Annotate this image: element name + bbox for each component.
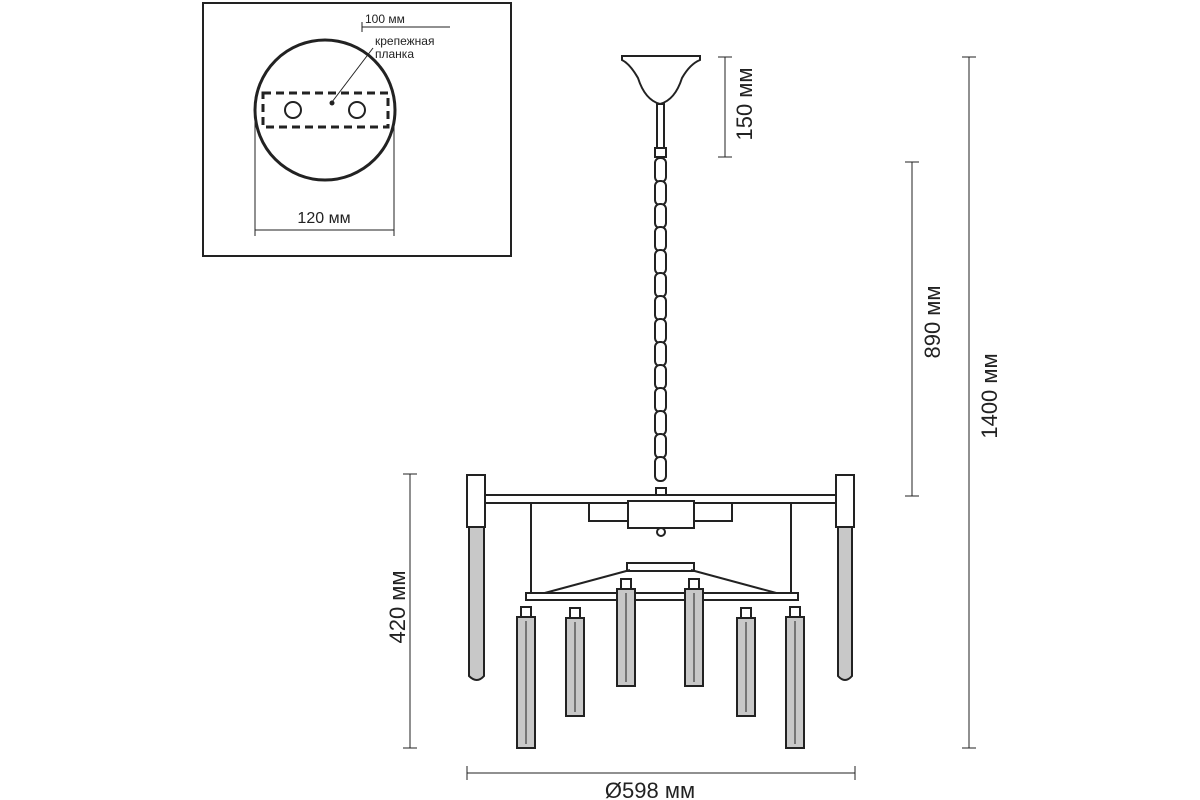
canopy (621, 55, 701, 106)
brace-left (540, 569, 631, 595)
dim-890-label: 890 мм (920, 285, 945, 358)
plate-label-leader (331, 47, 374, 103)
mounting-bracket (261, 91, 390, 129)
pendant-cap (789, 606, 801, 618)
chain-link (654, 341, 667, 367)
lower-hub (626, 562, 695, 572)
pendant-cap (620, 578, 632, 590)
pendants (516, 578, 805, 749)
chain-link (654, 295, 667, 321)
chain-link (654, 456, 667, 482)
center-hub-core (627, 500, 695, 529)
chain-link (654, 203, 667, 229)
ceiling-plate-circle (253, 38, 397, 182)
side-bracket-right (835, 474, 855, 528)
pendant-cap (740, 607, 752, 619)
chain (654, 157, 667, 482)
brace-right (690, 569, 781, 595)
chain-link (654, 410, 667, 436)
pendant-cap (688, 578, 700, 590)
side-bracket-left (466, 474, 486, 528)
inset-frame (202, 2, 512, 257)
chain-link (654, 364, 667, 390)
side-glass-left (468, 526, 485, 681)
pendant-cap (569, 607, 581, 619)
plate-label-line1: крепежная (375, 34, 434, 48)
chain-link (654, 318, 667, 344)
dim-150-label: 150 мм (732, 67, 757, 140)
side-glass-right (837, 526, 853, 681)
chandelier-drawing (466, 55, 855, 749)
chain-link (654, 249, 667, 275)
chain-top-link (654, 147, 667, 158)
chain-link (654, 433, 667, 459)
chain-link (654, 272, 667, 298)
canopy-rod (656, 103, 665, 149)
plate-label-line2: планка (375, 47, 414, 61)
bracket-center-dot (329, 100, 335, 106)
chain-link (654, 226, 667, 252)
screw-hole-right (348, 101, 366, 119)
dim-598-label: Ø598 мм (605, 778, 695, 800)
chain-link (654, 157, 667, 183)
top-dimension-label: 100 мм (365, 12, 405, 26)
screw-hole-left (284, 101, 302, 119)
pendant-cap (520, 606, 532, 618)
bottom-dimension-label: 120 мм (297, 210, 350, 227)
dimension-lines (403, 56, 976, 780)
dim-1400-label: 1400 мм (977, 353, 1002, 438)
dim-420-label: 420 мм (385, 570, 410, 643)
frame-bottom-bar (525, 592, 799, 601)
mount-inset: 100 мм крепежная планка 120 мм (202, 2, 512, 257)
chain-link (654, 387, 667, 413)
chain-link (654, 180, 667, 206)
hub-knob (656, 527, 666, 537)
